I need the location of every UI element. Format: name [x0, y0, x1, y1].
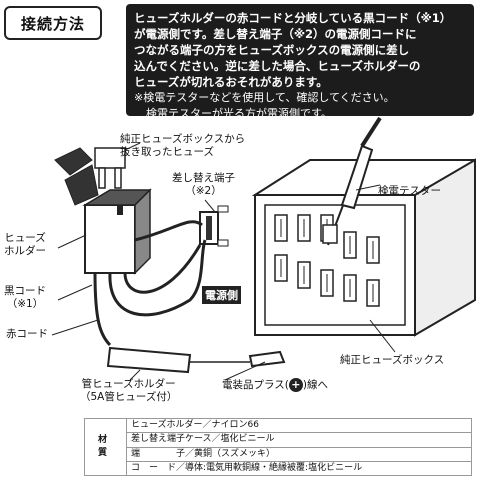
swap-terminal-label: 差し替え端子 （※2） — [172, 172, 235, 198]
plus-icon: + — [288, 378, 303, 392]
tube-fuse-label: 管ヒューズホルダー （5A管ヒューズ付） — [80, 378, 177, 404]
materials-header: 材 質 — [84, 418, 127, 476]
fuse-holder-label-line: ホルダー — [4, 245, 46, 257]
fuse-holder-label: ヒューズ ホルダー — [4, 232, 46, 258]
swap-terminal-drawing — [199, 199, 229, 247]
removed-fuse-label-line: 純正ヒューズボックスから — [120, 133, 246, 145]
instruction-note: 検電テスターが光る方が電源側です。 — [146, 107, 332, 120]
page-title-text: 接続方法 — [20, 14, 85, 33]
removed-fuse-label-line: 抜き取ったヒューズ — [120, 146, 214, 158]
removed-fuse-drawing — [94, 142, 141, 189]
instruction-line: ヒューズホルダーの赤コードと分岐している黒コード（※1） — [134, 11, 452, 25]
instruction-note: ※検電テスターなどを使用して、確認してください。 — [134, 91, 395, 104]
accessory-plus-label: 電装品プラス(+)線へ — [222, 378, 328, 392]
fuse-holder-label-line: ヒューズ — [4, 232, 46, 244]
fuse-box-drawing — [251, 158, 476, 337]
instruction-line: 込んでください。逆に差した場合、ヒューズホルダーの — [134, 59, 421, 73]
tube-fuse-drawing — [106, 346, 286, 374]
tube-fuse-label-line: 管ヒューズホルダー — [81, 378, 176, 390]
table-row: コ ー ド／導体:電気用軟銅線・絶縁被覆:塩化ビニール — [85, 460, 472, 477]
accessory-plus-text: 電装品プラス( — [222, 379, 289, 391]
materials-cell: 差し替え端子ケース／塩化ビニール — [126, 432, 472, 448]
materials-cell: ヒューズホルダー／ナイロン66 — [126, 417, 472, 434]
materials-table: 材 質 ヒューズホルダー／ナイロン66 差し替え端子ケース／塩化ビニール 端 子… — [84, 417, 472, 477]
black-cord-label: 黒コード （※1） — [4, 285, 46, 311]
leader-lines — [51, 234, 396, 381]
instructions-box: ヒューズホルダーの赤コードと分岐している黒コード（※1） が電源側です。差し替え… — [126, 4, 474, 120]
tube-fuse-label-line: （5A管ヒューズ付） — [80, 391, 178, 403]
table-row: 材 質 ヒューズホルダー／ナイロン66 — [84, 417, 472, 476]
materials-cell: コ ー ド／導体:電気用軟銅線・絶縁被覆:塩化ビニール — [126, 460, 472, 477]
materials-cell: 端 子／黄銅（スズメッキ） — [126, 446, 472, 462]
fuse-box-label: 純正ヒューズボックス — [340, 354, 445, 366]
instruction-line: つながる端子の方をヒューズボックスの電源側に差し — [134, 43, 410, 57]
swap-terminal-label-line: 差し替え端子 — [172, 172, 235, 184]
black-cord-label-line: （※1） — [6, 298, 44, 310]
tester-drawing — [322, 116, 382, 246]
instruction-line: ヒューズが切れるおそれがあります。 — [134, 75, 328, 89]
table-row: 端 子／黄銅（スズメッキ） — [85, 446, 472, 462]
tester-label: 検電テスター — [378, 185, 441, 197]
instruction-line: が電源側です。差し替え端子（※2）の電源側コードに — [134, 27, 417, 41]
swap-terminal-label-line: （※2） — [185, 185, 222, 197]
table-row: 差し替え端子ケース／塩化ビニール — [85, 432, 472, 448]
page-title: 接続方法 — [4, 6, 102, 40]
black-cord-label-line: 黒コード — [4, 285, 46, 297]
removed-fuse-label: 純正ヒューズボックスから 抜き取ったヒューズ — [120, 133, 245, 159]
red-cord-label: 赤コード — [6, 328, 48, 340]
cords-drawing — [93, 220, 207, 347]
accessory-plus-text: )線へ — [302, 379, 328, 391]
power-side-label: 電源側 — [202, 286, 241, 304]
